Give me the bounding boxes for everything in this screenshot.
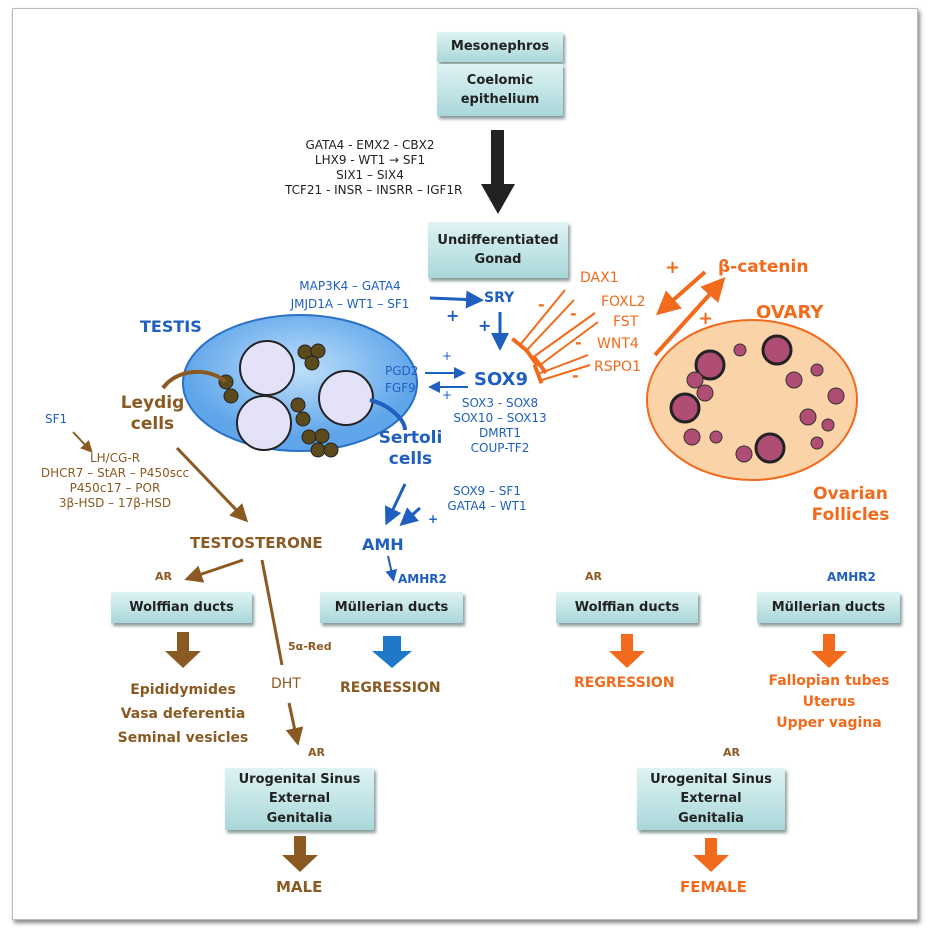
amhr2-label: AMHR2	[827, 570, 876, 584]
ar-label: AR	[155, 570, 172, 583]
derivative: Upper vagina	[776, 715, 882, 731]
gene-line: GATA4 – WT1	[447, 499, 527, 513]
leydig-cells-label: Leydig cells	[120, 393, 185, 435]
pgd2-label: PGD2	[385, 364, 419, 378]
plus-sign: +	[442, 349, 453, 363]
minus-sign: -	[572, 366, 579, 385]
gene-line: JMJD1A – WT1 – SF1	[290, 297, 410, 311]
amh-label: AMH	[362, 535, 404, 554]
sf1-label: SF1	[45, 412, 68, 426]
minus-sign: -	[538, 295, 545, 314]
rspo1-label: RSPO1	[594, 359, 641, 375]
gene-line: SOX9 – SF1	[453, 484, 521, 498]
female-mullerian-ducts-box: Müllerian ducts	[757, 592, 900, 623]
derivative: Epididymides	[130, 682, 236, 698]
sry-label: SRY	[484, 290, 515, 306]
ar-label: AR	[723, 746, 740, 759]
derivative: Fallopian tubes	[768, 673, 890, 689]
5-alpha-reductase-label: 5α-Red	[288, 640, 332, 653]
dht-label: DHT	[271, 676, 301, 692]
male-outcome: MALE	[276, 878, 323, 896]
ar-label: AR	[308, 746, 325, 759]
female-outcome: FEMALE	[680, 878, 747, 896]
minus-sign: -	[570, 304, 577, 323]
plus-sign: +	[698, 308, 714, 329]
plus-sign: +	[665, 257, 681, 278]
testosterone-label: TESTOSTERONE	[190, 534, 323, 552]
sox9-label: SOX9	[474, 369, 529, 390]
gene-line: P450c17 – POR	[69, 481, 161, 495]
gene-line: COUP-TF2	[470, 441, 530, 455]
regression-label: REGRESSION	[574, 675, 675, 691]
fgf9-label: FGF9	[385, 381, 416, 395]
gene-line: DHCR7 – StAR – P450scc	[40, 466, 190, 480]
gene-line: TCF21 - INSR – INSRR – IGF1R	[285, 183, 463, 197]
gene-line: GATA4 - EMX2 - CBX2	[305, 138, 435, 152]
ovary-illustration	[646, 319, 858, 481]
plus-sign: +	[446, 306, 460, 325]
derivative: Seminal vesicles	[117, 729, 249, 746]
ovarian-follicles-label: Ovarian Follicles	[811, 484, 890, 526]
gene-line: LHX9 - WT1 → SF1	[314, 153, 426, 167]
male-urogenital-box: Urogenital Sinus External Genitalia	[225, 768, 374, 830]
amhr2-label: AMHR2	[398, 572, 447, 586]
female-wolffian-ducts-box: Wolffian ducts	[556, 592, 698, 623]
beta-catenin-label: β-catenin	[718, 257, 809, 277]
gene-line: SIX1 – SIX4	[336, 168, 404, 182]
fst-label: FST	[613, 314, 639, 330]
testis-title: TESTIS	[140, 317, 202, 336]
black-down-arrow	[481, 130, 515, 214]
testis-illustration	[161, 314, 418, 458]
gene-line: SOX10 – SOX13	[453, 411, 547, 425]
ar-label: AR	[585, 570, 602, 583]
minus-sign: -	[575, 333, 582, 352]
foxl2-label: FOXL2	[601, 294, 646, 310]
male-wolffian-ducts-box: Wolffian ducts	[111, 592, 252, 623]
gene-line: DMRT1	[478, 426, 522, 440]
gene-line: SOX3 - SOX8	[461, 396, 539, 410]
regression-label: REGRESSION	[340, 680, 441, 696]
undifferentiated-gonad-box: Undifferentiated Gonad	[428, 222, 568, 278]
wnt4-label: WNT4	[597, 336, 639, 352]
sertoli-cells-label: Sertoli cells	[378, 428, 443, 470]
gene-line: LH/CG-R	[89, 451, 141, 465]
plus-sign: +	[478, 316, 492, 335]
male-mullerian-ducts-box: Müllerian ducts	[320, 592, 463, 623]
dax1-label: DAX1	[580, 270, 619, 286]
derivative: Uterus	[802, 694, 856, 710]
gene-line: 3β-HSD – 17β-HSD	[58, 496, 172, 510]
coelomic-epithelium-box: Coelomic epithelium	[437, 64, 563, 116]
blue-down-arrow	[372, 636, 412, 668]
plus-sign: +	[442, 388, 453, 402]
derivative: Vasa deferentia	[120, 705, 246, 722]
ovary-title: OVARY	[756, 302, 824, 323]
mesonephros-box: Mesonephros	[437, 32, 563, 62]
plus-sign: +	[428, 512, 439, 526]
female-urogenital-box: Urogenital Sinus External Genitalia	[637, 768, 785, 830]
gene-line: MAP3K4 – GATA4	[299, 279, 401, 293]
arrow-to-sry	[429, 290, 484, 309]
